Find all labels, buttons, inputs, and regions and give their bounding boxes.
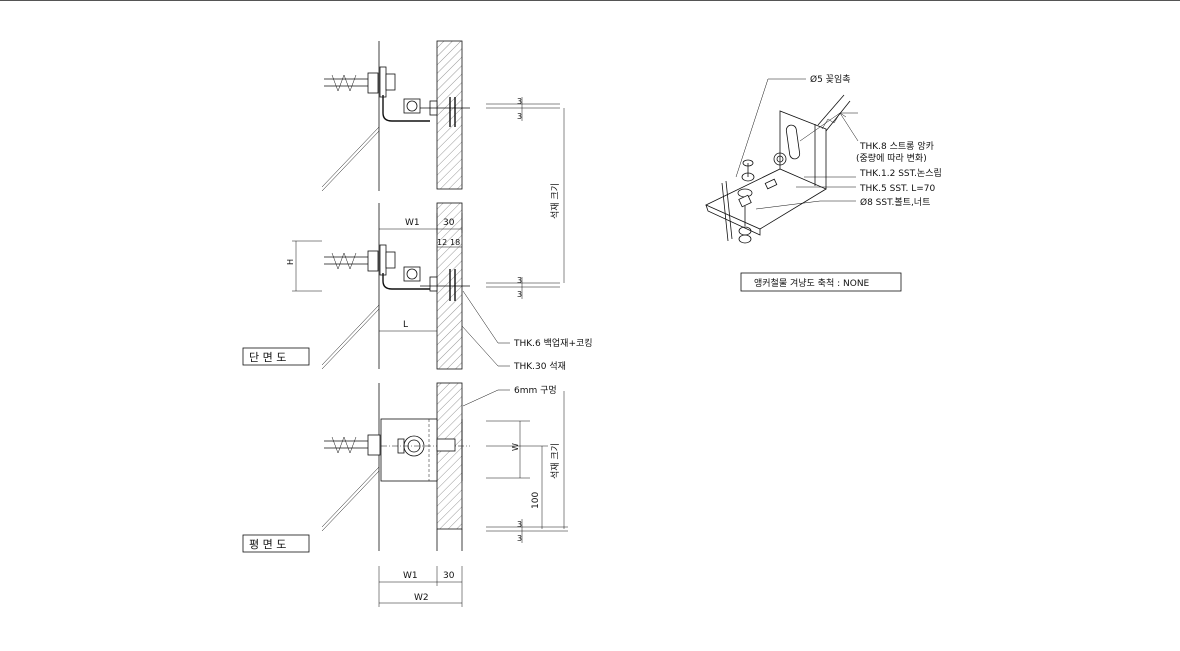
dim-3: 3 <box>517 97 522 106</box>
note-stone: THK.30 석재 <box>513 361 566 372</box>
note-slot: THK.1.2 SST.논스립 <box>859 168 942 179</box>
isometric-view: Ø5 꽂임촉 THK.8 스트롱 앙카 (중량에 따라 변화) THK.1.2 … <box>705 73 942 292</box>
iso-caption: 앵커철물 겨냥도 축척 : NONE <box>754 278 870 289</box>
dim-18: 18 <box>450 238 460 247</box>
dim-30: 30 <box>443 571 455 581</box>
dim-3: 3 <box>517 290 522 299</box>
note-bolt: Ø8 SST.볼트,너트 <box>860 197 930 208</box>
note-pin: Ø5 꽂임촉 <box>810 73 851 85</box>
anchor-assembly <box>324 244 470 301</box>
dim-30: 30 <box>443 218 455 228</box>
dim-3: 3 <box>517 520 522 529</box>
note-angle: THK.5 SST. L=70 <box>859 184 935 194</box>
dim-3: 3 <box>517 112 522 121</box>
dim-stone-size: 석재 크기 <box>550 183 561 219</box>
plan-view: W 100 석재 크기 3 3 W1 30 W2 평 면 도 <box>242 382 568 607</box>
anchor-plate <box>324 418 470 482</box>
note-backup: THK.6 백업재+코킹 <box>513 337 593 349</box>
dim-l: L <box>403 320 408 330</box>
note-hole: 6mm 구멍 <box>514 385 557 396</box>
stone-panel <box>436 382 463 530</box>
dim-stone-size: 석재 크기 <box>550 443 561 479</box>
section-label: 단 면 도 <box>249 351 286 364</box>
dim-3: 3 <box>517 276 522 285</box>
dim-w1: W1 <box>405 218 420 228</box>
dim-h: H <box>286 259 295 265</box>
dim-w: W <box>511 443 520 451</box>
note-anchor-sub: (중량에 따라 변화) <box>856 152 927 164</box>
dim-100: 100 <box>531 492 541 509</box>
anchor-assembly <box>324 66 470 127</box>
dim-3: 3 <box>517 534 522 543</box>
note-anchor: THK.8 스트롱 앙카 <box>859 140 934 152</box>
dim-w1: W1 <box>403 571 418 581</box>
section-view: W1 30 12 18 H L 3 3 3 3 석재 크기 THK.6 백업재+… <box>242 40 593 407</box>
dim-w2: W2 <box>414 593 429 603</box>
plan-label: 평 면 도 <box>249 538 286 551</box>
dim-12: 12 <box>437 238 447 247</box>
